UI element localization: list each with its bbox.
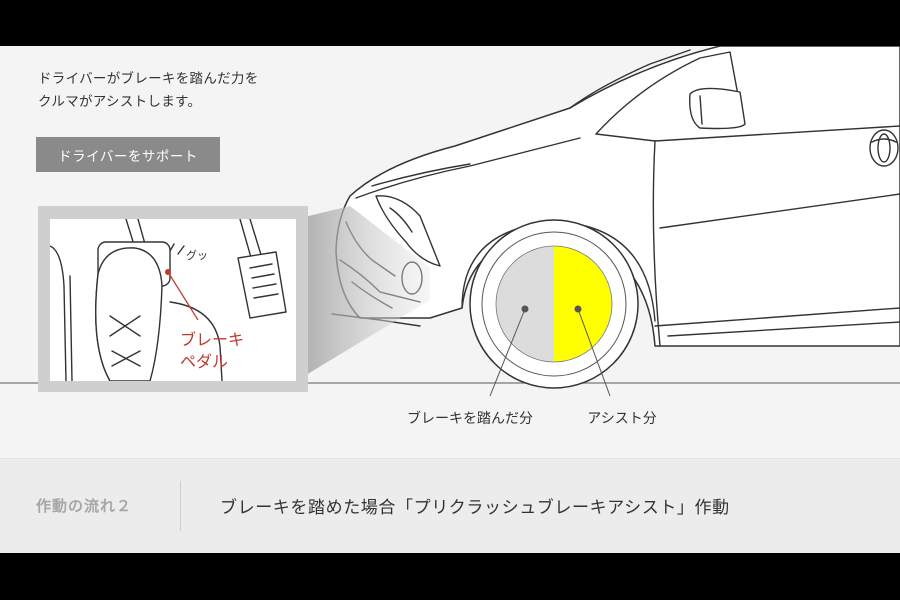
intro-text: ドライバーがブレーキを踏んだ力を クルマがアシストします。	[38, 68, 338, 114]
zoom-beam	[296, 206, 430, 381]
letterbox-bottom	[0, 553, 900, 600]
driver-support-button[interactable]: ドライバーをサポート	[36, 137, 220, 172]
intro-line-1: ドライバーがブレーキを踏んだ力を	[38, 71, 259, 87]
car-illustration: ブレーキを踏んだ分 アシスト分	[0, 46, 900, 427]
letterbox-top	[0, 0, 900, 46]
force-split-pie	[495, 245, 613, 363]
step-label: 作動の流れ２	[36, 497, 133, 515]
caption-divider	[180, 481, 181, 531]
caption-bar: 作動の流れ２ ブレーキを踏めた場合「プリクラッシュブレーキアシスト」作動	[0, 458, 900, 554]
assist-share-label: アシスト分	[587, 411, 656, 427]
driver-share-label: ブレーキを踏んだ分	[407, 410, 533, 427]
car-lines	[331, 49, 900, 347]
pedal-inset: グッ ブレーキ ペダル	[38, 206, 308, 392]
step-description: ブレーキを踏めた場合「プリクラッシュブレーキアシスト」作動	[220, 498, 730, 518]
illustration-panel: ブレーキを踏んだ分 アシスト分	[0, 46, 900, 458]
brake-pedal-label-line1: ブレーキ	[180, 330, 244, 349]
pedal-sound-text: グッ	[186, 248, 208, 262]
pie-leaders	[489, 305, 611, 397]
brake-pedal-label-line2: ペダル	[180, 352, 228, 371]
intro-line-2: クルマがアシストします。	[38, 94, 202, 110]
assist-force-segment	[554, 246, 612, 362]
driver-force-segment	[496, 246, 554, 362]
